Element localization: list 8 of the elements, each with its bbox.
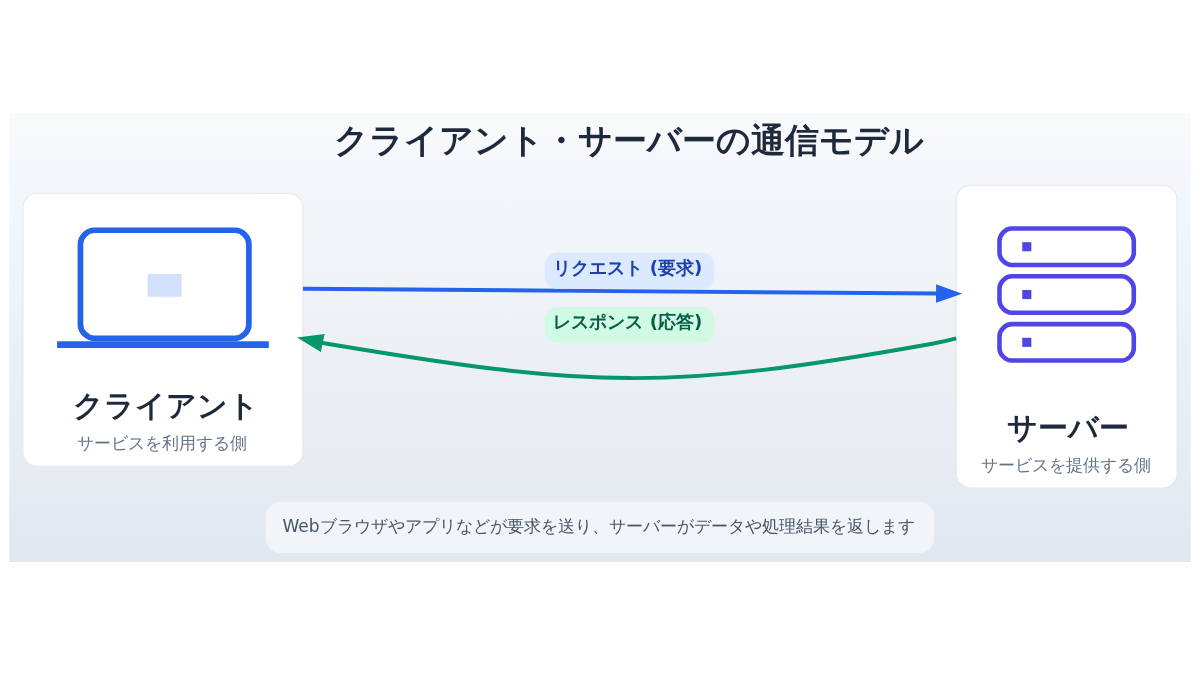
diagram-title: クライアント・サーバーの通信モデル — [333, 119, 924, 160]
edge-label: レスポンス (応答) — [553, 311, 703, 333]
caption: Webブラウザやアプリなどが要求を送り、サーバーがデータや処理結果を返します — [282, 515, 915, 536]
cluster: サーバー サービスを提供する側 — [955, 184, 1178, 489]
arrow — [302, 284, 963, 303]
arrow — [297, 334, 957, 381]
cluster: クライアント サービスを利用する側 — [22, 192, 304, 467]
edge-label: リクエスト (要求) — [553, 256, 703, 278]
